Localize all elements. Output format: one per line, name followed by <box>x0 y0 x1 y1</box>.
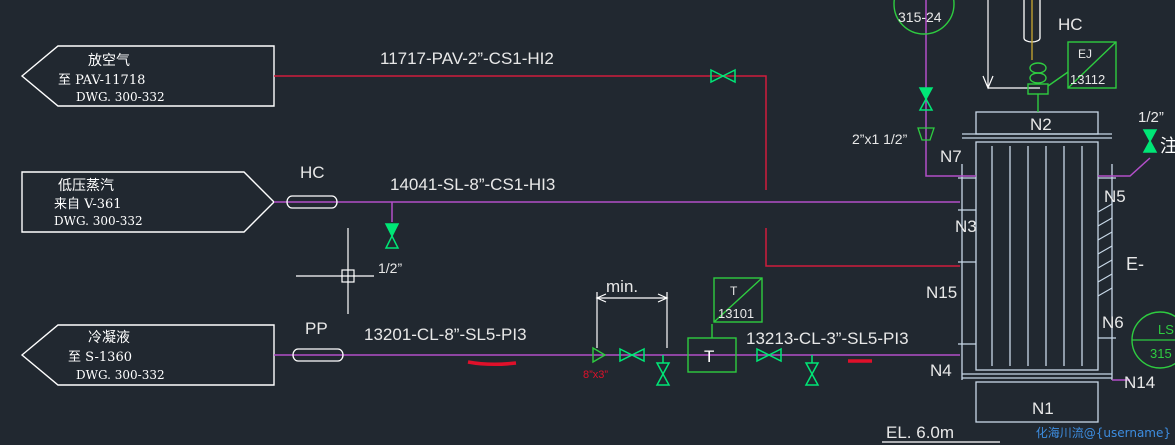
instrument-t13101 <box>711 277 763 338</box>
min-dimension <box>595 292 669 348</box>
instrument-right-bottom: 315 <box>1150 346 1172 361</box>
instrument-ej13112-bottom: 13112 <box>1070 72 1105 87</box>
nozzle-n2: N2 <box>1030 115 1052 134</box>
reducer-symbol <box>592 346 607 364</box>
nozzle-n7: N7 <box>940 147 962 166</box>
line-number-steam: 14041-SL-8”-CS1-HI3 <box>390 175 555 194</box>
offsheet-condensate-line2: 至 S-1360 <box>68 350 132 365</box>
steam-flexhose <box>286 195 338 209</box>
instrument-ej13112-top: EJ <box>1078 47 1092 61</box>
label-min: min. <box>606 277 638 296</box>
label-pp: PP <box>305 319 328 338</box>
line-number-vent: 11717-PAV-2”-CS1-HI2 <box>380 49 554 68</box>
nozzle-n4: N4 <box>930 361 952 380</box>
hc-top-hose <box>1023 0 1041 60</box>
n7-reducer <box>917 127 935 141</box>
label-two-by-half: 2”x1 1/2” <box>852 131 908 147</box>
offsheet-steam-line3: DWG. 300-332 <box>54 214 143 228</box>
label-equip-tag: E- <box>1126 254 1144 274</box>
instrument-ej13112 <box>1047 41 1117 89</box>
label-reducer: 8”x3” <box>583 369 608 381</box>
instrument-t13101-top: T <box>730 284 738 298</box>
spring-support <box>1027 62 1049 112</box>
label-half-inch-right: 1/2” <box>1138 109 1164 126</box>
condensate-drain-valve-2 <box>804 355 820 386</box>
condensate-drain-valve-1 <box>655 355 671 386</box>
nozzle-n6: N6 <box>1102 313 1124 332</box>
instrument-t13101-bottom: 13101 <box>718 306 754 321</box>
label-half-inch-left: 1/2” <box>378 260 402 276</box>
vent-gate-valve <box>710 68 736 84</box>
offsheet-steam-line2: 来自 V-361 <box>54 197 122 212</box>
right-valve <box>1142 129 1158 153</box>
condensate-gate-valve-1 <box>619 347 645 363</box>
offsheet-condensate-line3: DWG. 300-332 <box>76 368 165 382</box>
tracing-cross <box>296 228 374 314</box>
nozzle-n14: N14 <box>1124 373 1155 392</box>
watermark: 化海川流@{username} <box>1035 426 1171 440</box>
equipment-hatch <box>1097 203 1113 297</box>
nozzle-n3: N3 <box>955 217 977 236</box>
instrument-right-top: LS <box>1158 322 1174 337</box>
nozzle-n5: N5 <box>1104 187 1126 206</box>
steam-drain-valve <box>384 223 400 249</box>
nozzle-n1: N1 <box>1032 399 1054 418</box>
offsheet-arrow-shape <box>21 171 275 233</box>
steam-line <box>274 201 960 222</box>
label-hc-top: HC <box>1058 15 1083 34</box>
label-partial-char: 注 <box>1160 136 1175 157</box>
vent-to-n7 <box>925 0 1151 381</box>
line-number-condensate-2: 13213-CL-3”-SL5-PI3 <box>746 329 909 348</box>
heat-exchanger <box>958 111 1116 423</box>
offsheet-steam <box>21 171 275 233</box>
markup-underline-1 <box>467 360 517 367</box>
n7-valve <box>918 87 934 111</box>
top-arrow <box>982 0 1040 90</box>
offsheet-vent-line3: DWG. 300-332 <box>76 90 165 104</box>
label-elevation: EL. 6.0m <box>886 423 954 442</box>
vent-line <box>274 75 960 267</box>
line-number-condensate-1: 13201-CL-8”-SL5-PI3 <box>364 325 527 344</box>
label-trap: T <box>704 347 714 366</box>
condensate-gate-valve-2 <box>756 347 782 363</box>
offsheet-steam-title: 低压蒸汽 <box>58 178 114 194</box>
instrument-top-circle <box>893 0 955 35</box>
offsheet-vent-title: 放空气 <box>88 53 130 69</box>
offsheet-vent-line2: 至 PAV-11718 <box>58 73 145 88</box>
nozzle-n15: N15 <box>926 283 957 302</box>
offsheet-condensate-title: 冷凝液 <box>88 330 130 346</box>
label-hc-left: HC <box>300 163 325 182</box>
instrument-top-label: 315-24 <box>898 9 942 25</box>
condensate-flexhose <box>292 348 344 362</box>
